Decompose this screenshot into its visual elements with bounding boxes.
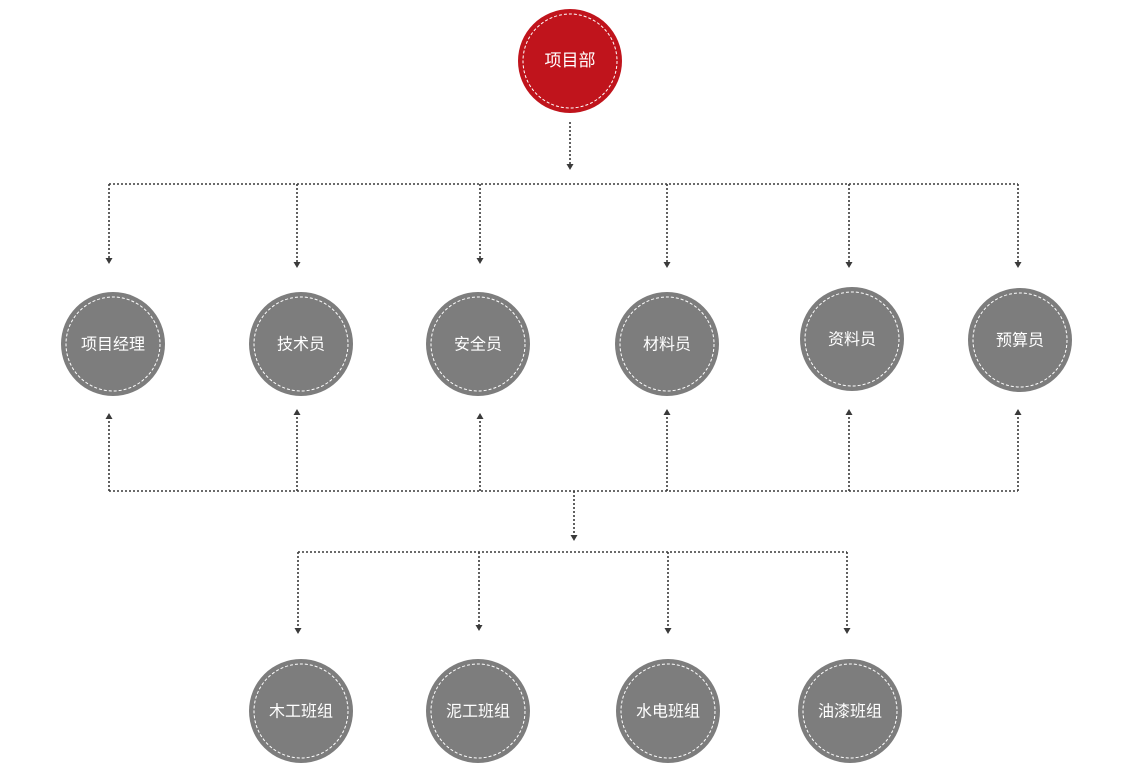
node-staff-technician[interactable]: 技术员 bbox=[249, 292, 353, 396]
connectors bbox=[105, 122, 1022, 634]
arrowhead bbox=[475, 625, 483, 631]
node-staff-materials-officer[interactable]: 材料员 bbox=[615, 292, 719, 396]
root-label: 项目部 bbox=[545, 51, 596, 71]
staff-circle bbox=[61, 292, 165, 396]
node-team-plumbing-electrical[interactable]: 水电班组 bbox=[616, 659, 720, 763]
node-staff-budget-officer[interactable]: 预算员 bbox=[968, 288, 1072, 392]
arrowhead bbox=[476, 258, 484, 264]
staff-dashed-ring bbox=[65, 296, 161, 392]
arrowhead bbox=[476, 413, 484, 419]
arrowhead bbox=[845, 409, 853, 415]
staff-circle bbox=[426, 292, 530, 396]
staff-label: 预算员 bbox=[996, 331, 1044, 350]
node-team-carpentry[interactable]: 木工班组 bbox=[249, 659, 353, 763]
node-root[interactable]: 项目部 bbox=[518, 9, 622, 113]
staff-circle bbox=[968, 288, 1072, 392]
staff-circle bbox=[249, 292, 353, 396]
arrowhead bbox=[843, 628, 851, 634]
team-label: 泥工班组 bbox=[446, 702, 510, 721]
node-team-painting[interactable]: 油漆班组 bbox=[798, 659, 902, 763]
arrowhead bbox=[1014, 262, 1022, 268]
node-team-masonry[interactable]: 泥工班组 bbox=[426, 659, 530, 763]
node-staff-project-manager[interactable]: 项目经理 bbox=[61, 292, 165, 396]
team-label: 水电班组 bbox=[636, 702, 700, 721]
team-circle bbox=[426, 659, 530, 763]
staff-dashed-ring bbox=[619, 296, 715, 392]
team-circle bbox=[249, 659, 353, 763]
node-staff-safety-officer[interactable]: 安全员 bbox=[426, 292, 530, 396]
staff-label: 项目经理 bbox=[81, 335, 145, 354]
team-circle bbox=[616, 659, 720, 763]
arrowhead bbox=[570, 535, 578, 541]
arrowhead bbox=[663, 262, 671, 268]
root-dashed-ring bbox=[522, 13, 618, 109]
team-dashed-ring bbox=[620, 663, 716, 759]
root-circle bbox=[518, 9, 622, 113]
arrowhead bbox=[294, 628, 302, 634]
arrowhead bbox=[566, 164, 574, 170]
team-dashed-ring bbox=[802, 663, 898, 759]
staff-dashed-ring bbox=[804, 291, 900, 387]
staff-dashed-ring bbox=[253, 296, 349, 392]
arrowhead bbox=[664, 628, 672, 634]
arrowhead bbox=[663, 409, 671, 415]
team-label: 木工班组 bbox=[269, 702, 333, 721]
arrowhead bbox=[105, 413, 113, 419]
staff-dashed-ring bbox=[972, 292, 1068, 388]
staff-label: 安全员 bbox=[454, 335, 502, 354]
staff-label: 材料员 bbox=[643, 335, 691, 354]
staff-label: 资料员 bbox=[828, 330, 876, 349]
staff-dashed-ring bbox=[430, 296, 526, 392]
node-staff-documentation-officer[interactable]: 资料员 bbox=[800, 287, 904, 391]
staff-circle bbox=[615, 292, 719, 396]
arrowhead bbox=[845, 262, 853, 268]
arrowhead bbox=[293, 262, 301, 268]
staff-circle bbox=[800, 287, 904, 391]
team-dashed-ring bbox=[430, 663, 526, 759]
arrowhead bbox=[1014, 409, 1022, 415]
team-dashed-ring bbox=[253, 663, 349, 759]
arrowhead bbox=[293, 409, 301, 415]
staff-label: 技术员 bbox=[277, 335, 325, 354]
team-circle bbox=[798, 659, 902, 763]
team-label: 油漆班组 bbox=[818, 702, 882, 721]
arrowhead bbox=[105, 258, 113, 264]
